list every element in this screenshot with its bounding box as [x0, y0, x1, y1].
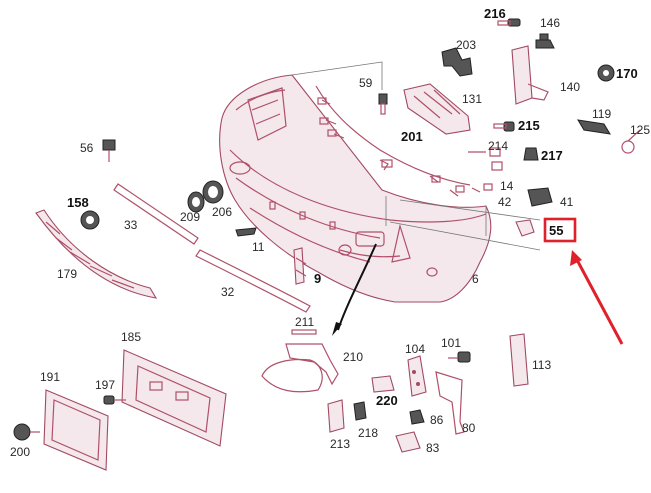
label-213: 213 — [330, 437, 350, 451]
fog-lamp-209[interactable] — [187, 191, 205, 213]
label-56: 56 — [80, 141, 94, 155]
clip-220[interactable] — [371, 375, 395, 393]
label-14: 14 — [500, 179, 514, 193]
label-55: 55 — [549, 223, 563, 238]
label-197: 197 — [95, 378, 115, 392]
part-55[interactable] — [515, 219, 535, 237]
energy-absorber-131[interactable] — [403, 83, 471, 135]
license-plate-185[interactable] — [121, 349, 227, 447]
plate-base-191[interactable] — [43, 389, 109, 471]
label-9: 9 — [314, 271, 321, 286]
label-113: 113 — [532, 358, 551, 372]
bumper-cover[interactable] — [219, 74, 492, 303]
label-215: 215 — [518, 118, 540, 133]
grommet-158[interactable] — [80, 210, 100, 230]
label-220: 220 — [376, 393, 398, 408]
label-211: 211 — [295, 315, 314, 329]
label-217: 217 — [541, 148, 563, 163]
label-158: 158 — [67, 195, 89, 210]
bolt-59[interactable] — [378, 93, 388, 115]
label-104: 104 — [405, 342, 425, 356]
tow-cover-210[interactable] — [261, 343, 339, 393]
label-11: 11 — [252, 240, 265, 254]
trim-strip-33[interactable] — [113, 183, 199, 245]
bracket-140[interactable] — [511, 45, 549, 105]
bracket-104[interactable] — [407, 355, 427, 397]
label-32: 32 — [221, 285, 235, 299]
bracket-113[interactable] — [509, 333, 529, 387]
screw-200[interactable] — [13, 423, 40, 441]
bolt-56[interactable] — [102, 139, 116, 162]
screw-216[interactable] — [497, 18, 521, 27]
label-33: 33 — [124, 218, 138, 232]
label-210: 210 — [343, 350, 363, 364]
label-41: 41 — [560, 195, 574, 209]
clip-203[interactable] — [441, 47, 473, 77]
label-131: 131 — [462, 92, 482, 106]
label-101: 101 — [441, 336, 461, 350]
bracket-83[interactable] — [395, 431, 421, 453]
fog-lamp-206[interactable] — [202, 180, 224, 204]
screw-211[interactable] — [291, 329, 317, 335]
label-206: 206 — [212, 205, 232, 219]
label-146: 146 — [540, 16, 560, 30]
plug-125[interactable] — [621, 129, 641, 154]
highlight-55 — [543, 217, 624, 345]
callout-arrow — [332, 243, 377, 336]
label-119: 119 — [592, 107, 611, 121]
nut-217[interactable] — [523, 147, 539, 161]
label-218: 218 — [358, 426, 378, 440]
leader-lines — [291, 61, 541, 251]
clip-11[interactable] — [235, 227, 257, 237]
nut-86[interactable] — [409, 409, 425, 425]
grommet-170[interactable] — [597, 64, 615, 82]
screw-197[interactable] — [103, 395, 126, 405]
bracket-119[interactable] — [577, 119, 611, 135]
screw-101[interactable] — [448, 351, 471, 363]
label-216: 216 — [484, 6, 506, 21]
label-191: 191 — [40, 370, 60, 384]
bracket-213[interactable] — [327, 399, 345, 433]
label-83: 83 — [426, 441, 440, 455]
label-125: 125 — [630, 123, 650, 137]
bracket-9[interactable] — [293, 247, 307, 285]
label-170: 170 — [616, 66, 638, 81]
label-201: 201 — [401, 129, 423, 144]
label-86: 86 — [430, 413, 444, 427]
label-203: 203 — [456, 38, 476, 52]
bracket-41[interactable] — [527, 187, 553, 207]
label-209: 209 — [180, 210, 200, 224]
label-185: 185 — [121, 330, 141, 344]
screw-215[interactable] — [493, 121, 515, 132]
wiring-harness[interactable] — [315, 85, 503, 197]
label-42: 42 — [498, 195, 512, 209]
bumper-inner-bracket[interactable] — [247, 87, 287, 141]
trim-strip-32[interactable] — [195, 249, 311, 313]
label-214: 214 — [488, 139, 508, 153]
label-200: 200 — [10, 445, 30, 459]
label-6: 6 — [472, 272, 479, 286]
label-179: 179 — [57, 267, 77, 281]
part-labels: 216 146 203 59 170 140 131 119 125 215 2… — [10, 6, 650, 459]
grille-179[interactable] — [35, 209, 158, 299]
label-59: 59 — [359, 76, 373, 90]
screw-214[interactable] — [468, 147, 501, 157]
bracket-80[interactable] — [435, 371, 465, 435]
clip-218[interactable] — [353, 401, 367, 421]
label-80: 80 — [462, 421, 476, 435]
nut-146[interactable] — [535, 33, 555, 49]
label-140: 140 — [560, 80, 580, 94]
